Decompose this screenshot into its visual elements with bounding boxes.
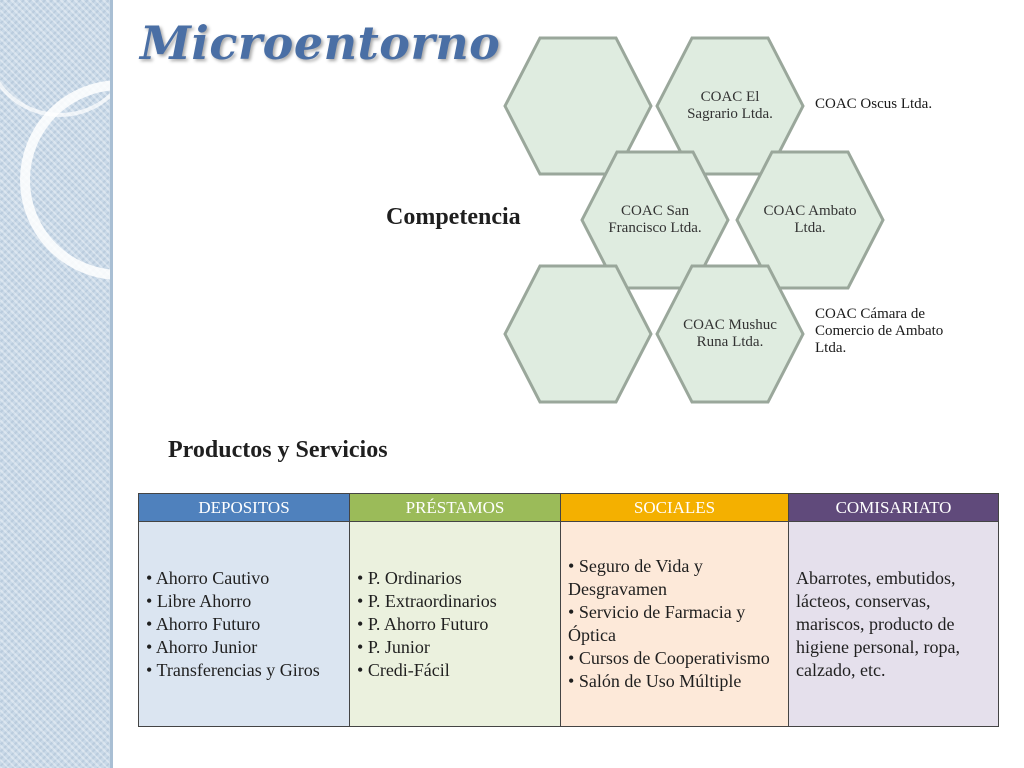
- list-item: P. Extraordinarios: [357, 590, 553, 613]
- header-sociales: SOCIALES: [560, 493, 789, 522]
- products-table: DEPOSITOS PRÉSTAMOS SOCIALES COMISARIATO…: [138, 493, 999, 727]
- hexagon-label: COAC Ambato Ltda.: [763, 203, 857, 236]
- list-item: Ahorro Junior: [146, 636, 342, 659]
- list-item: Libre Ahorro: [146, 590, 342, 613]
- hexagon-el-sagrario: COAC El Sagrario Ltda.: [655, 36, 805, 176]
- competitor-hexagons: COAC El Sagrario Ltda. COAC San Francisc…: [495, 30, 895, 410]
- hexagon-label: COAC Mushuc Runa Ltda.: [683, 317, 777, 350]
- hexagon-label: COAC San Francisco Ltda.: [608, 203, 702, 236]
- header-prestamos: PRÉSTAMOS: [349, 493, 561, 522]
- hexagon-san-francisco: COAC San Francisco Ltda.: [580, 150, 730, 290]
- list-item: P. Ordinarios: [357, 567, 553, 590]
- hexagon-label: [525, 264, 631, 404]
- products-heading: Productos y Servicios: [168, 437, 388, 463]
- camara-label: COAC Cámara de Comercio de Ambato Ltda.: [815, 306, 944, 356]
- hexagon-label: COAC El Sagrario Ltda.: [687, 89, 773, 122]
- table-row: Ahorro Cautivo Libre Ahorro Ahorro Futur…: [138, 521, 999, 727]
- list-item: Transferencias y Giros: [146, 659, 342, 682]
- prestamos-list: P. Ordinarios P. Extraordinarios P. Ahor…: [357, 567, 553, 682]
- list-item: P. Junior: [357, 636, 553, 659]
- cell-sociales: Seguro de Vida y Desgravamen Servicio de…: [560, 521, 789, 727]
- hexagon-mushuc-runa: COAC Mushuc Runa Ltda.: [655, 264, 805, 404]
- cell-depositos: Ahorro Cautivo Libre Ahorro Ahorro Futur…: [138, 521, 350, 727]
- oscus-label: COAC Oscus Ltda.: [815, 96, 933, 112]
- depositos-list: Ahorro Cautivo Libre Ahorro Ahorro Futur…: [146, 567, 342, 682]
- decorative-rings: [0, 80, 113, 280]
- hexagon-ambato: COAC Ambato Ltda.: [735, 150, 885, 290]
- side-band-divider: [110, 0, 113, 768]
- list-item: Credi-Fácil: [357, 659, 553, 682]
- list-item: Salón de Uso Múltiple: [568, 670, 781, 693]
- list-item: Cursos de Cooperativismo: [568, 647, 781, 670]
- list-item: Ahorro Futuro: [146, 613, 342, 636]
- header-depositos: DEPOSITOS: [138, 493, 350, 522]
- cell-prestamos: P. Ordinarios P. Extraordinarios P. Ahor…: [349, 521, 561, 727]
- list-item: Servicio de Farmacia y Óptica: [568, 601, 781, 647]
- competencia-label: Competencia: [386, 204, 521, 230]
- decorative-side-band: [0, 0, 113, 768]
- slide-title: Microentorno: [140, 16, 501, 70]
- list-item: Seguro de Vida y Desgravamen: [568, 555, 781, 601]
- sociales-list: Seguro de Vida y Desgravamen Servicio de…: [568, 555, 781, 693]
- table-header-row: DEPOSITOS PRÉSTAMOS SOCIALES COMISARIATO: [138, 493, 999, 522]
- cell-comisariato: Abarrotes, embutidos, lácteos, conservas…: [788, 521, 999, 727]
- header-comisariato: COMISARIATO: [788, 493, 999, 522]
- list-item: Ahorro Cautivo: [146, 567, 342, 590]
- hexagon-empty-bottom: [503, 264, 653, 404]
- list-item: P. Ahorro Futuro: [357, 613, 553, 636]
